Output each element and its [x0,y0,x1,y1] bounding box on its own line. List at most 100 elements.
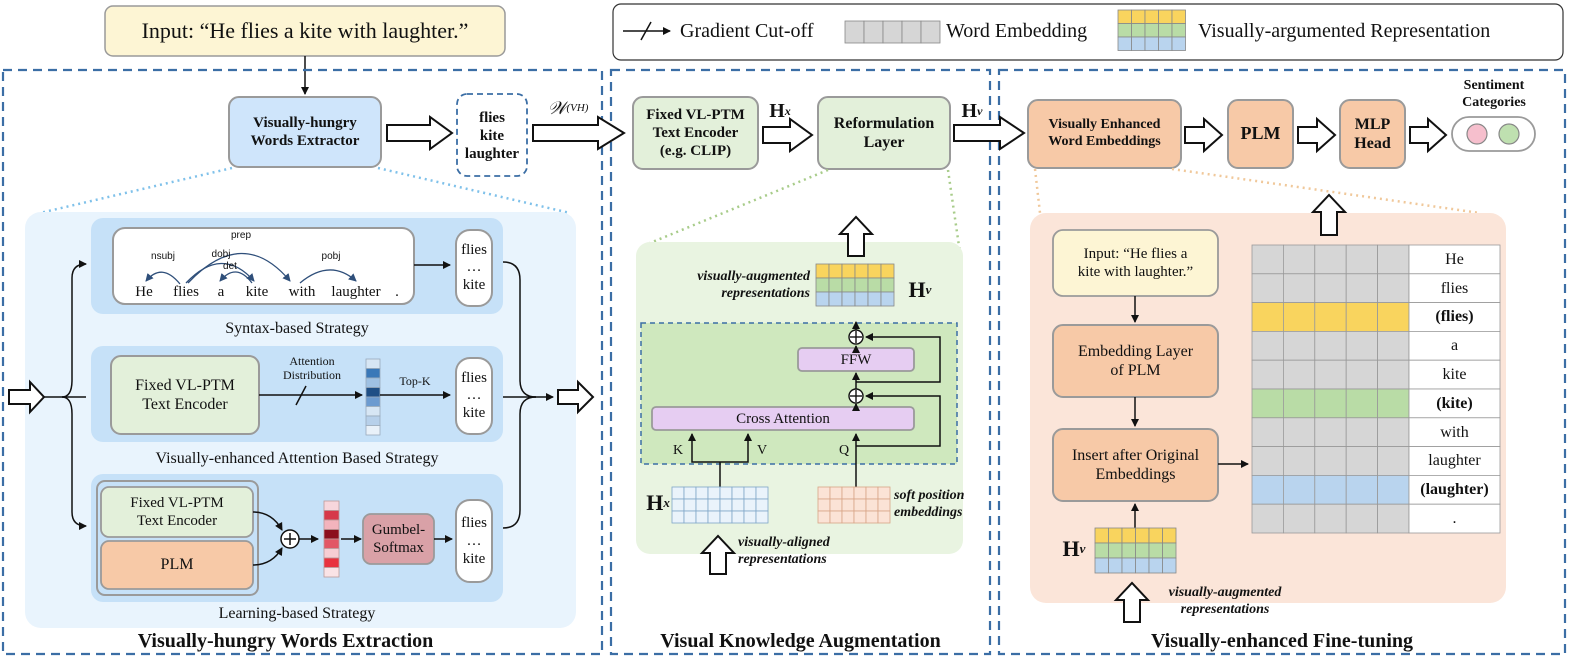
grid-cell [1135,542,1150,559]
grid-cell [1148,527,1163,544]
grid-cell [1094,527,1109,544]
v-label: V [756,442,768,458]
table-cell [1283,417,1316,447]
learning-output-words: flies…kite [461,515,487,567]
table-cell [1283,474,1316,505]
grid-cell [731,498,745,512]
table-label-cell [1408,474,1501,505]
token-he: He [135,284,153,300]
table-cell [1314,388,1347,419]
table-cell [1377,330,1410,361]
attention-cell [365,406,381,417]
table-cell [1377,302,1410,332]
table-cell [1377,417,1410,447]
table-cell [1251,388,1284,419]
grid-cell [731,510,745,524]
grid-cell [683,510,697,524]
grid-cell [841,291,856,307]
table-cell [1314,417,1347,447]
table-cell [1345,503,1378,534]
token-period: . [395,284,399,300]
attention-caption: Visually-enhanced Attention Based Strate… [155,450,439,468]
plm-label: PLM [1240,123,1281,144]
table-cell [1345,474,1378,505]
visually-augmented-grid [815,263,895,307]
grid-cell [867,263,882,279]
hx-grid [671,486,769,524]
legend-visual-rep-swatch [1117,9,1186,51]
grid-cell [683,498,697,512]
table-cell [1251,359,1284,390]
table-cell [1377,474,1410,505]
grid-cell [844,20,865,44]
table-cell [1345,417,1378,447]
table-cell [1283,273,1316,303]
grid-cell [853,486,867,500]
legend-word-embedding-swatch [844,20,941,44]
legend-gradient-label: Gradient Cut-off [680,20,814,42]
grid-cell [815,263,830,279]
dep-det: det [223,261,237,272]
attention-output-pill [455,357,493,435]
table-row-label: . [1452,509,1457,527]
grid-cell [1117,36,1132,51]
grid-cell [731,486,745,500]
grid-cell [1148,557,1163,574]
attention-cell [365,415,381,426]
q-label: Q [838,442,850,458]
grid-cell [1144,9,1159,24]
grid-cell [841,510,855,524]
grid-cell [1131,9,1146,24]
table-cell [1377,446,1410,476]
extractor-box [228,96,382,168]
table-label-cell [1408,302,1501,332]
token-with: with [288,284,316,300]
dep-pobj: pobj [321,251,341,262]
table-cell [1283,388,1316,419]
grid-cell [841,277,856,293]
table-row-label: (laughter) [1420,481,1489,499]
section-right-border [997,68,1567,656]
grid-cell [1171,23,1186,38]
section-left-border [1,68,604,656]
grid-cell [817,486,831,500]
token-flies: flies [173,284,199,300]
table-row-label: kite [1442,365,1467,383]
cross-attention-box [651,406,915,431]
grid-cell [743,498,757,512]
table-cell [1314,302,1347,332]
grid-cell [719,510,733,524]
grid-cell [1158,23,1173,38]
grid-cell [695,498,709,512]
vl-encoder-box [632,96,759,170]
score-cell [323,519,340,530]
attention-cell [365,377,381,388]
grid-cell [877,510,891,524]
grid-cell [920,20,941,44]
grid-cell [695,486,709,500]
score-cell [323,510,340,521]
grid-cell [1158,9,1173,24]
table-cell [1345,446,1378,476]
grid-cell [867,277,882,293]
hv-grid [1094,527,1177,574]
grid-cell [865,498,879,512]
table-cell [1251,474,1284,505]
table-cell [1251,417,1284,447]
grid-cell [1144,36,1159,51]
attention-cell [365,358,381,369]
syntax-output-pill [455,229,493,307]
k-label: K [672,442,684,458]
table-cell [1377,503,1410,534]
table-cell [1314,503,1347,534]
sentiment-categories-box [1451,116,1536,152]
dep-prep: prep [230,230,251,241]
